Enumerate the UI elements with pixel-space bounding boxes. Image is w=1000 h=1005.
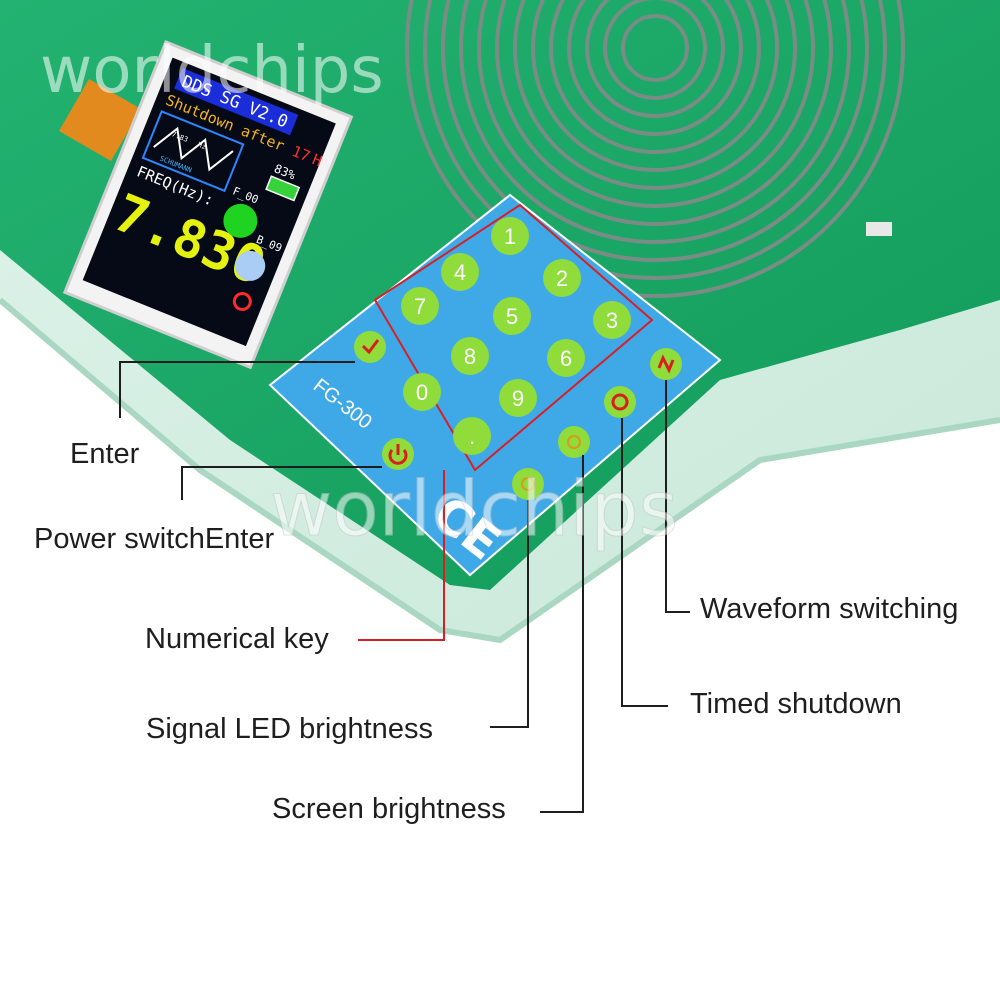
timed-shutdown-key[interactable] bbox=[604, 386, 636, 418]
battery-icon bbox=[265, 175, 301, 202]
key-6-label: 6 bbox=[560, 346, 572, 371]
key-1[interactable] bbox=[491, 217, 529, 255]
key-4[interactable] bbox=[441, 253, 479, 291]
leader-lines bbox=[119, 361, 690, 813]
wave-icon bbox=[657, 354, 675, 374]
screen-title-bar bbox=[174, 68, 299, 136]
numeric-keys bbox=[401, 217, 631, 455]
leader-signal bbox=[490, 500, 529, 728]
key-9-label: 9 bbox=[512, 386, 524, 411]
sun-icon bbox=[567, 435, 581, 449]
key-5-label: 5 bbox=[506, 304, 518, 329]
wave-box bbox=[141, 110, 245, 193]
coil-antenna bbox=[405, 0, 905, 298]
enter-key[interactable] bbox=[354, 331, 386, 363]
key-0[interactable] bbox=[403, 373, 441, 411]
callout-signal-led-brightness: Signal LED brightness bbox=[146, 713, 433, 745]
key-7-label: 7 bbox=[414, 294, 426, 319]
ribbon-cable bbox=[59, 79, 141, 161]
leader-waveform bbox=[665, 380, 690, 613]
screen-brightness-key[interactable] bbox=[558, 426, 590, 458]
numerical-key-outline bbox=[373, 203, 654, 472]
pause-icon bbox=[232, 292, 252, 312]
power-key[interactable] bbox=[382, 438, 414, 470]
callout-timed-shutdown: Timed shutdown bbox=[690, 688, 902, 720]
brightness-led-blue bbox=[235, 250, 266, 281]
callout-waveform-switching: Waveform switching bbox=[700, 593, 959, 625]
clock-icon bbox=[611, 393, 629, 411]
key-7[interactable] bbox=[401, 287, 439, 325]
power-icon bbox=[388, 449, 408, 465]
leader-timed bbox=[621, 418, 668, 707]
key-dot-label: . bbox=[469, 424, 475, 449]
enter-icon bbox=[361, 339, 380, 355]
lcd-screen bbox=[82, 57, 336, 347]
callout-screen-brightness: Screen brightness bbox=[272, 793, 506, 825]
leader-power bbox=[181, 466, 382, 500]
key-9[interactable] bbox=[499, 379, 537, 417]
watermark-top: worldchips bbox=[40, 34, 384, 108]
key-1-label: 1 bbox=[504, 224, 516, 249]
triangle-wave-icon bbox=[153, 126, 234, 172]
key-8[interactable] bbox=[451, 337, 489, 375]
key-3[interactable] bbox=[593, 301, 631, 339]
leader-screen bbox=[540, 455, 584, 813]
wave-unit: Hz bbox=[196, 141, 207, 152]
key-4-label: 4 bbox=[454, 260, 466, 285]
numeric-key-labels: 1 2 3 4 5 6 7 8 9 0 . bbox=[414, 224, 618, 449]
leader-enter bbox=[119, 361, 355, 418]
callout-enter: Enter bbox=[70, 438, 140, 470]
key-3-label: 3 bbox=[606, 308, 618, 333]
callout-power-switch: Power switchEnter bbox=[34, 523, 275, 555]
bulb-icon bbox=[521, 477, 535, 491]
callout-numerical-key: Numerical key bbox=[145, 623, 329, 655]
key-0-label: 0 bbox=[416, 380, 428, 405]
coil-pad bbox=[866, 222, 892, 236]
key-8-label: 8 bbox=[464, 344, 476, 369]
key-5[interactable] bbox=[493, 297, 531, 335]
keypad-membrane[interactable] bbox=[268, 193, 722, 577]
case-edge bbox=[0, 297, 1000, 644]
watermark-center: worldchips bbox=[270, 464, 678, 553]
key-2-label: 2 bbox=[556, 266, 568, 291]
key-dot[interactable] bbox=[453, 417, 491, 455]
output-led-green bbox=[223, 203, 258, 238]
leader-numerical bbox=[358, 470, 445, 641]
waveform-switch-key[interactable] bbox=[650, 348, 682, 380]
shutdown-value: 17 bbox=[289, 142, 312, 165]
signal-led-brightness-key[interactable] bbox=[512, 468, 544, 500]
key-6[interactable] bbox=[547, 339, 585, 377]
key-2[interactable] bbox=[543, 259, 581, 297]
